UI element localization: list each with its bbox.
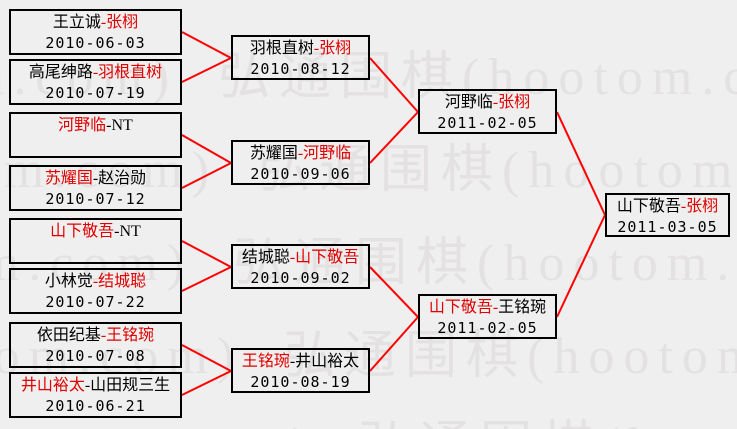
match-players: 高尾绅路-羽根直树	[11, 61, 180, 83]
match-players: 王立诚-张栩	[11, 11, 180, 33]
match-players: 结城聪-山下敬吾	[233, 246, 368, 268]
match-box-r1-7: 依田纪基-王铭琬 2010-07-08	[9, 322, 182, 368]
match-box-r1-4: 苏耀国-赵治勋 2010-07-12	[9, 165, 182, 211]
player-segment: 山下敬吾	[50, 223, 115, 240]
connector-line	[181, 344, 232, 372]
watermark-row: 弘通围棋(hootom.com) 弘通围棋(hootom.com) 弘通围棋(h…	[0, 403, 737, 429]
player-segment: 山下敬吾-	[428, 299, 499, 316]
match-date: 2010-06-03	[45, 34, 146, 52]
match-date: 2010-08-19	[250, 373, 351, 391]
match-box-r1-3: 河野临-NT	[9, 112, 182, 158]
match-box-r1-5: 山下敬吾-NT	[9, 218, 182, 264]
match-players: 山下敬吾-NT	[11, 220, 180, 242]
match-date: 2011-02-05	[437, 114, 538, 132]
player-segment: 高尾绅路	[28, 64, 93, 81]
connector-line	[181, 31, 232, 59]
player-segment: -河野临	[297, 145, 352, 162]
match-players: 苏耀国-河野临	[233, 142, 368, 164]
player-segment: -张栩	[680, 198, 719, 215]
connector-line	[181, 162, 232, 189]
match-box-r2-2: 苏耀国-河野临 2010-09-06	[231, 140, 370, 185]
match-box-r2-4: 王铭琬-井山裕太 2010-08-19	[231, 348, 370, 393]
match-players: 羽根直树-张栩	[233, 37, 368, 59]
player-segment: 王立诚	[52, 14, 101, 31]
match-date: 2011-03-05	[617, 218, 718, 236]
player-segment: 山下敬吾	[616, 198, 681, 215]
player-segment: -赵治勋	[92, 170, 147, 187]
player-segment: 依田纪基	[36, 327, 101, 344]
connector-line	[369, 57, 419, 113]
match-date: 2010-09-02	[250, 269, 351, 287]
connector-line	[181, 134, 232, 164]
player-segment: -结城聪	[92, 273, 147, 290]
match-date: 2010-09-06	[250, 165, 351, 183]
match-date: 2011-02-05	[437, 319, 538, 337]
match-players: 依田纪基-王铭琬	[11, 324, 180, 346]
connector-line	[369, 111, 419, 164]
player-segment: 小林觉	[44, 273, 93, 290]
player-segment: -山田规三生	[84, 377, 171, 394]
match-date: 2010-07-19	[45, 84, 146, 102]
player-segment: -NT	[114, 223, 141, 240]
player-segment: 王铭琬	[241, 353, 290, 370]
player-segment: -山下敬吾	[289, 249, 360, 266]
player-segment: -王铭琬	[100, 327, 155, 344]
match-date: 2010-07-22	[45, 293, 146, 311]
match-box-r2-3: 结城聪-山下敬吾 2010-09-02	[231, 244, 370, 289]
player-segment: -张栩	[492, 94, 531, 111]
match-box-final: 山下敬吾-张栩 2011-03-05	[605, 193, 730, 237]
match-box-sf-1: 河野临-张栩 2011-02-05	[418, 89, 557, 134]
match-date: 2010-08-12	[250, 60, 351, 78]
match-players: 河野临-NT	[11, 114, 180, 136]
player-segment: 河野临	[58, 117, 107, 134]
player-segment: 井山裕太	[20, 377, 85, 394]
match-players: 山下敬吾-王铭琬	[420, 296, 555, 318]
match-date: 2010-06-21	[45, 397, 146, 415]
match-players: 河野临-张栩	[420, 91, 555, 113]
connector-line	[556, 111, 606, 216]
connector-line	[556, 214, 606, 318]
connector-line	[369, 266, 419, 318]
match-players: 小林觉-结城聪	[11, 270, 180, 292]
player-segment: -NT	[106, 117, 133, 134]
player-segment: 王铭琬	[498, 299, 547, 316]
connector-line	[181, 266, 232, 292]
match-box-sf-2: 山下敬吾-王铭琬 2011-02-05	[418, 294, 557, 339]
connector-line	[181, 240, 232, 268]
match-box-r2-1: 羽根直树-张栩 2010-08-12	[231, 35, 370, 80]
player-segment: 河野临	[444, 94, 493, 111]
match-players: 王铭琬-井山裕太	[233, 350, 368, 372]
player-segment: -井山裕太	[289, 353, 360, 370]
player-segment: 苏耀国	[249, 145, 298, 162]
player-segment: -张栩	[100, 14, 139, 31]
connector-line	[369, 316, 419, 372]
connector-line	[181, 370, 232, 396]
match-date: 2010-07-08	[45, 347, 146, 365]
match-box-r1-1: 王立诚-张栩 2010-06-03	[9, 9, 182, 55]
match-players: 山下敬吾-张栩	[607, 195, 728, 217]
match-date: 2010-07-12	[45, 190, 146, 208]
match-players: 井山裕太-山田规三生	[11, 374, 180, 396]
player-segment: 结城聪	[241, 249, 290, 266]
connector-line	[181, 57, 232, 83]
match-box-r1-2: 高尾绅路-羽根直树 2010-07-19	[9, 59, 182, 105]
player-segment: 苏耀国	[44, 170, 93, 187]
match-box-r1-8: 井山裕太-山田规三生 2010-06-21	[9, 372, 182, 418]
player-segment: 羽根直树	[249, 40, 314, 57]
match-players: 苏耀国-赵治勋	[11, 167, 180, 189]
match-box-r1-6: 小林觉-结城聪 2010-07-22	[9, 268, 182, 314]
player-segment: -张栩	[313, 40, 352, 57]
player-segment: -羽根直树	[92, 64, 163, 81]
